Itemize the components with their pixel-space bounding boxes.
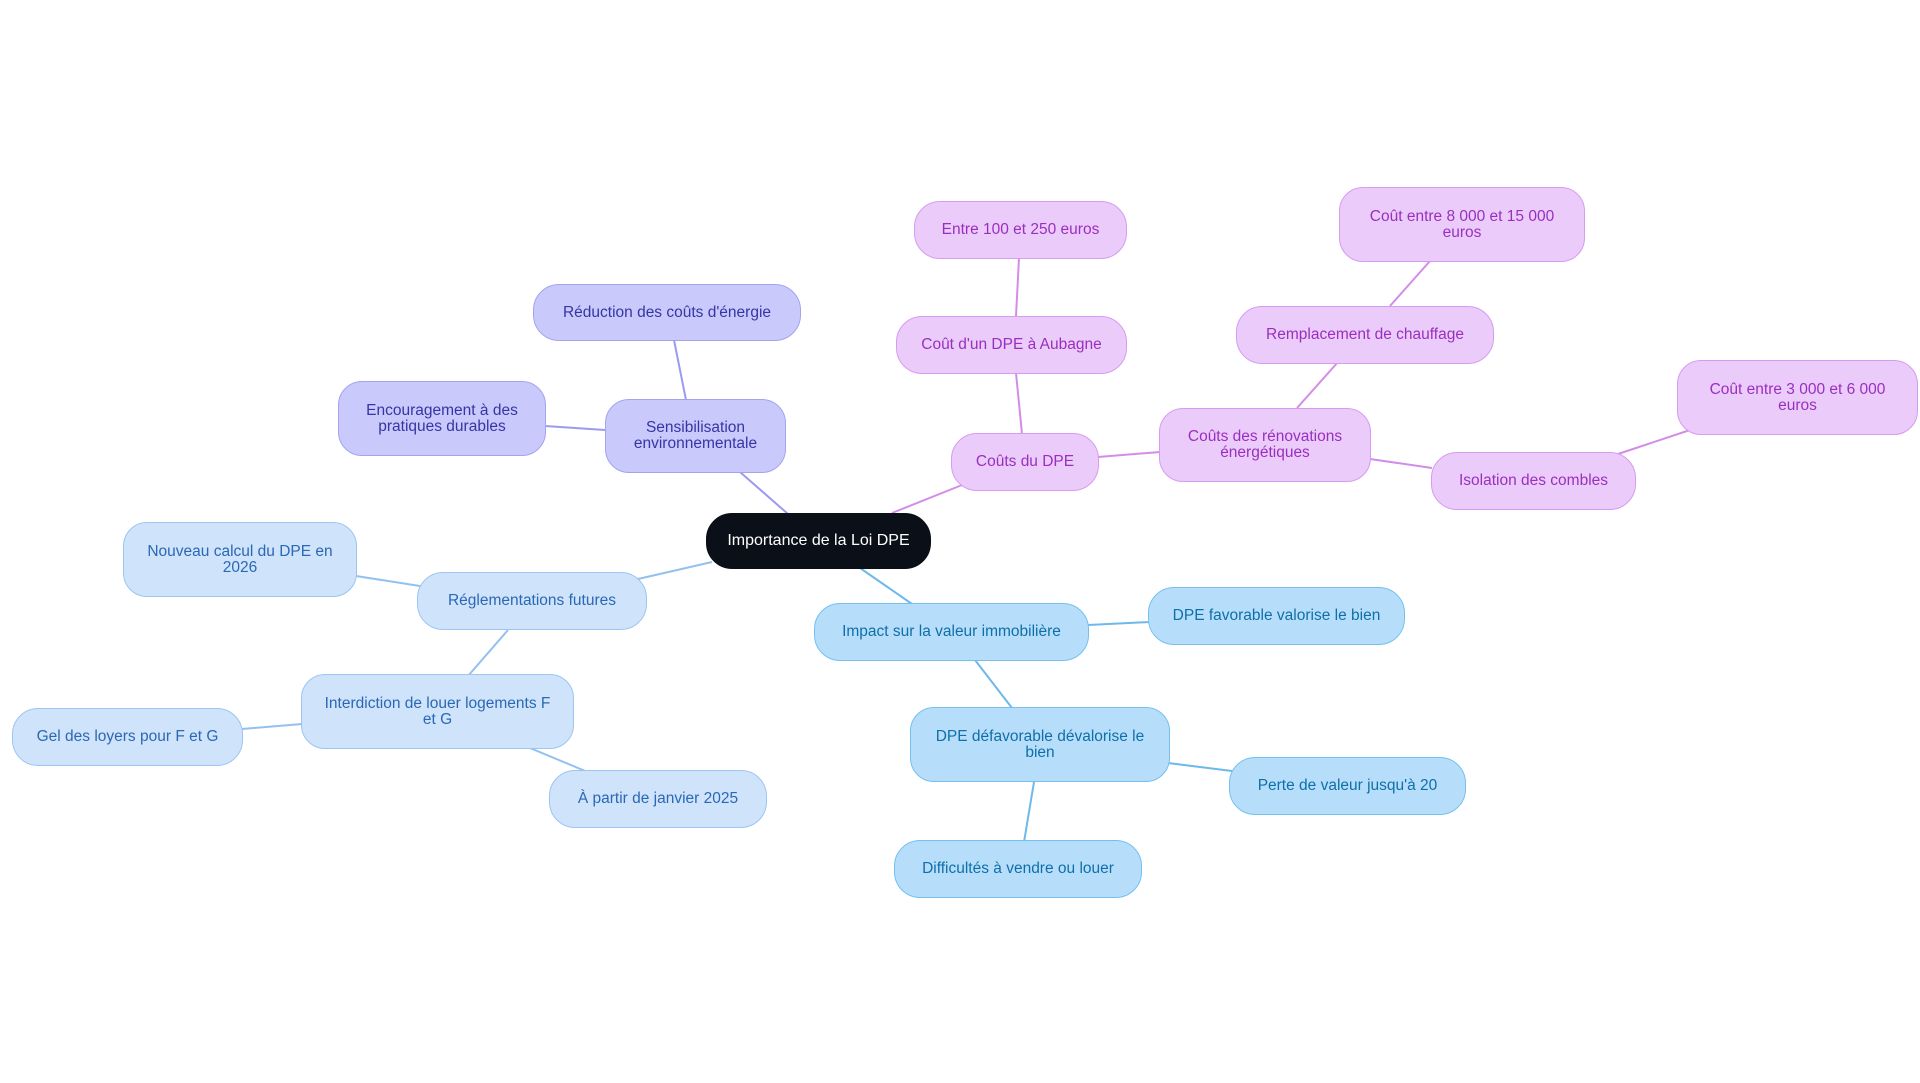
node-couts-renovations-energetiques[interactable]: Coûts des rénovations énergétiques bbox=[1159, 408, 1371, 482]
node-label: Difficultés à vendre ou louer bbox=[922, 860, 1114, 877]
node-label: Perte de valeur jusqu'à 20 bbox=[1257, 777, 1438, 794]
node-label: Réglementations futures bbox=[447, 592, 616, 609]
node-label: Coûts du DPE bbox=[975, 453, 1075, 470]
edge-couts-aubagne bbox=[1015, 372, 1023, 435]
node-isolation-combles[interactable]: Isolation des combles bbox=[1431, 452, 1636, 510]
edge-remplacement-8000 bbox=[1389, 260, 1431, 307]
node-perte-valeur[interactable]: Perte de valeur jusqu'à 20 bbox=[1229, 757, 1466, 815]
node-label: Coût entre 3 000 et 6 000 euros bbox=[1709, 380, 1886, 414]
node-remplacement-chauffage[interactable]: Remplacement de chauffage bbox=[1236, 306, 1494, 364]
edge-renovations-isolation bbox=[1369, 458, 1433, 469]
edge-reglementations-interdiction bbox=[467, 629, 509, 677]
node-sensibilisation-environnementale[interactable]: Sensibilisation environnementale bbox=[605, 399, 786, 473]
edge-reglementations-nouveau bbox=[355, 575, 421, 587]
edge-couts-renovations bbox=[1097, 451, 1161, 458]
node-label: Sensibilisation environnementale bbox=[633, 419, 758, 452]
edge-root-sensibilisation bbox=[739, 471, 789, 515]
root-node-label: Importance de la Loi DPE bbox=[727, 532, 910, 549]
node-label: Isolation des combles bbox=[1458, 472, 1609, 489]
node-label: Remplacement de chauffage bbox=[1266, 326, 1464, 343]
node-a-partir-janvier-2025[interactable]: À partir de janvier 2025 bbox=[549, 770, 767, 828]
node-label: Nouveau calcul du DPE en 2026 bbox=[147, 542, 333, 576]
edge-sensibilisation-encouragement bbox=[544, 425, 606, 431]
node-label: DPE défavorable dévalorise le bien bbox=[935, 727, 1145, 761]
node-difficultes-vendre-louer[interactable]: Difficultés à vendre ou louer bbox=[894, 840, 1142, 898]
node-label: Coût d'un DPE à Aubagne bbox=[921, 336, 1102, 353]
node-cout-3000-6000-euros[interactable]: Coût entre 3 000 et 6 000 euros bbox=[1677, 360, 1918, 435]
edge-root-reglementations bbox=[637, 561, 713, 580]
root-node[interactable]: Importance de la Loi DPE bbox=[706, 513, 931, 569]
node-label: Coût entre 8 000 et 15 000 euros bbox=[1369, 207, 1555, 241]
node-interdiction-louer-f-g[interactable]: Interdiction de louer logements F et G bbox=[301, 674, 574, 749]
node-entre-100-250-euros[interactable]: Entre 100 et 250 euros bbox=[914, 201, 1127, 259]
edge-interdiction-janvier bbox=[529, 747, 591, 774]
node-cout-8000-15000-euros[interactable]: Coût entre 8 000 et 15 000 euros bbox=[1339, 187, 1585, 262]
node-dpe-favorable[interactable]: DPE favorable valorise le bien bbox=[1148, 587, 1405, 645]
node-label: À partir de janvier 2025 bbox=[577, 790, 739, 807]
edge-impact-defavorable bbox=[974, 659, 1013, 709]
node-cout-dpe-aubagne[interactable]: Coût d'un DPE à Aubagne bbox=[896, 316, 1127, 374]
node-dpe-defavorable[interactable]: DPE défavorable dévalorise le bien bbox=[910, 707, 1170, 782]
edge-renovations-remplacement bbox=[1296, 361, 1339, 409]
node-label: Réduction des coûts d'énergie bbox=[562, 303, 772, 321]
node-gel-loyers-f-g[interactable]: Gel des loyers pour F et G bbox=[12, 708, 243, 766]
edge-defavorable-difficultes bbox=[1023, 781, 1035, 843]
node-encouragement-pratiques-durables[interactable]: Encouragement à des pratiques durables bbox=[338, 381, 546, 456]
node-nouveau-calcul-dpe-2026[interactable]: Nouveau calcul du DPE en 2026 bbox=[123, 522, 357, 597]
edge-impact-favorable bbox=[1087, 621, 1151, 626]
node-impact-valeur-immobiliere[interactable]: Impact sur la valeur immobilière bbox=[814, 603, 1089, 661]
edge-sensibilisation-reduction bbox=[673, 339, 687, 401]
node-label: Gel des loyers pour F et G bbox=[36, 728, 219, 745]
edge-root-impact bbox=[859, 567, 913, 605]
node-label: DPE favorable valorise le bien bbox=[1172, 607, 1381, 624]
node-reglementations-futures[interactable]: Réglementations futures bbox=[417, 572, 647, 630]
edge-aubagne-100-250 bbox=[1015, 257, 1020, 317]
edge-root-couts bbox=[891, 484, 963, 514]
node-couts-du-dpe[interactable]: Coûts du DPE bbox=[951, 433, 1099, 491]
node-label: Encouragement à des pratiques durables bbox=[366, 401, 518, 435]
edge-defavorable-perte bbox=[1167, 762, 1233, 772]
node-label: Impact sur la valeur immobilière bbox=[842, 623, 1061, 640]
node-label: Entre 100 et 250 euros bbox=[941, 221, 1100, 238]
edge-isolation-3000 bbox=[1617, 429, 1691, 455]
node-label: Interdiction de louer logements F et G bbox=[324, 694, 551, 728]
node-label: Coûts des rénovations énergétiques bbox=[1187, 428, 1343, 461]
node-reduction-couts-energie[interactable]: Réduction des coûts d'énergie bbox=[533, 284, 801, 341]
edge-interdiction-gel bbox=[241, 723, 303, 730]
